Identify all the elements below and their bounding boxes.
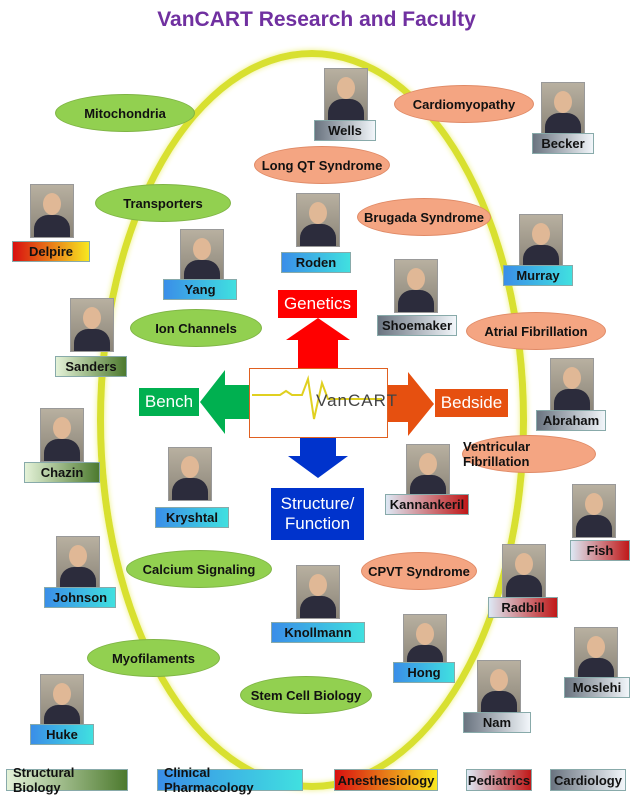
photo-yang	[180, 229, 224, 283]
topic-transporters: Transporters	[95, 184, 231, 222]
bedside-box: Bedside	[435, 389, 508, 417]
topic-atrial-fibrillation: Atrial Fibrillation	[466, 312, 606, 350]
label-kannankeril: Kannankeril	[385, 494, 469, 515]
photo-huke	[40, 674, 84, 728]
photo-becker	[541, 82, 585, 136]
genetics-box: Genetics	[278, 290, 357, 318]
topic-calcium-signaling: Calcium Signaling	[126, 550, 272, 588]
label-fish: Fish	[570, 540, 630, 561]
label-murray: Murray	[503, 265, 573, 286]
photo-sanders	[70, 298, 114, 352]
photo-abraham	[550, 358, 594, 412]
photo-wells	[324, 68, 368, 122]
photo-moslehi	[574, 627, 618, 681]
topic-cpvt: CPVT Syndrome	[361, 552, 477, 590]
label-shoemaker: Shoemaker	[377, 315, 457, 336]
label-delpire: Delpire	[12, 241, 90, 262]
arrow-down	[288, 436, 348, 478]
bench-box: Bench	[139, 388, 199, 416]
photo-roden	[296, 193, 340, 247]
label-johnson: Johnson	[44, 587, 116, 608]
topic-long-qt: Long QT Syndrome	[254, 146, 390, 184]
legend-clinical-pharmacology: Clinical Pharmacology	[157, 765, 303, 795]
arrow-right	[386, 372, 434, 436]
structure-function-box: Structure/ Function	[271, 488, 364, 540]
photo-chazin	[40, 408, 84, 462]
label-wells: Wells	[314, 120, 376, 141]
ellipse-ring	[97, 50, 527, 790]
arrow-left	[200, 370, 249, 434]
ecg-line-icon	[252, 375, 382, 420]
label-becker: Becker	[532, 133, 594, 154]
label-hong: Hong	[393, 662, 455, 683]
photo-fish	[572, 484, 616, 538]
photo-knollmann	[296, 565, 340, 619]
topic-cardiomyopathy: Cardiomyopathy	[394, 85, 534, 123]
label-abraham: Abraham	[536, 410, 606, 431]
label-radbill: Radbill	[488, 597, 558, 618]
photo-nam	[477, 660, 521, 714]
photo-johnson	[56, 536, 100, 590]
photo-shoemaker	[394, 259, 438, 313]
legend-anesthesiology: Anesthesiology	[334, 769, 438, 791]
label-kryshtal: Kryshtal	[155, 507, 229, 528]
photo-hong	[403, 614, 447, 668]
topic-brugada: Brugada Syndrome	[357, 198, 491, 236]
topic-myofilaments: Myofilaments	[87, 639, 220, 677]
topic-ion-channels: Ion Channels	[130, 309, 262, 347]
topic-ventricular-fibrillation: Ventricular Fibrillation	[462, 435, 596, 473]
legend-cardiology: Cardiology	[550, 769, 626, 791]
legend-pediatrics: Pediatrics	[466, 769, 532, 791]
logo-text: VanCART	[316, 391, 398, 410]
label-yang: Yang	[163, 279, 237, 300]
vancart-logo: VanCART	[249, 368, 397, 438]
arrow-up	[286, 318, 350, 368]
photo-kryshtal	[168, 447, 212, 501]
topic-mitochondria: Mitochondria	[55, 94, 195, 132]
legend-structural-biology: Structural Biology	[6, 765, 128, 795]
label-nam: Nam	[463, 712, 531, 733]
page-title: VanCART Research and Faculty	[157, 8, 476, 31]
label-moslehi: Moslehi	[564, 677, 630, 698]
label-roden: Roden	[281, 252, 351, 273]
photo-murray	[519, 214, 563, 268]
label-chazin: Chazin	[24, 462, 100, 483]
label-sanders: Sanders	[55, 356, 127, 377]
photo-radbill	[502, 544, 546, 598]
photo-kannankeril	[406, 444, 450, 498]
topic-stem-cell-biology: Stem Cell Biology	[240, 676, 372, 714]
photo-delpire	[30, 184, 74, 238]
label-huke: Huke	[30, 724, 94, 745]
label-knollmann: Knollmann	[271, 622, 365, 643]
